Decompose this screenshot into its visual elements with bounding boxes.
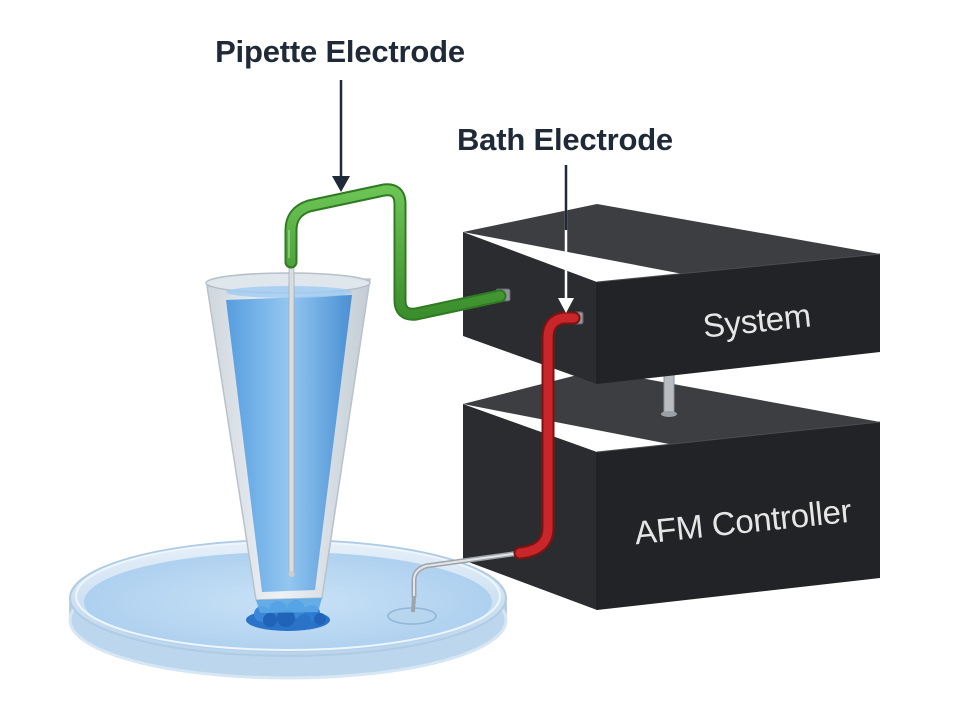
system-side <box>597 254 880 384</box>
afm-controller-side <box>597 422 880 610</box>
bath-electrode-wire <box>387 311 581 625</box>
system-box: System <box>463 204 881 384</box>
pipette-electrode-label: Pipette Electrode <box>215 34 465 69</box>
pipette-electrode-wire <box>284 183 507 321</box>
pipette-electrode-callout: Pipette Electrode <box>215 34 465 192</box>
bath-electrode-arrowhead <box>558 298 574 313</box>
system-front <box>463 232 597 384</box>
pipette-electrode-arrowhead <box>332 176 350 192</box>
pipette-wire-inner <box>288 257 295 575</box>
bath-electrode-label: Bath Electrode <box>457 122 673 157</box>
pipette <box>205 257 371 613</box>
bath-electrode-callout: Bath Electrode <box>457 122 673 313</box>
